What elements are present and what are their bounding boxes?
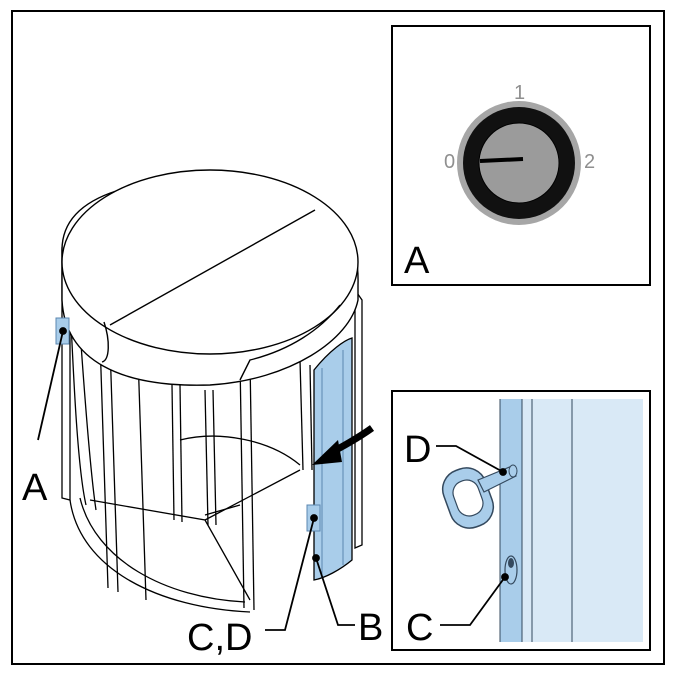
mullion-1 <box>99 339 109 589</box>
switch-position-1: 1 <box>514 82 525 104</box>
door-handle-bar <box>204 504 241 516</box>
mullion-5 <box>179 384 183 523</box>
leader-d-dot <box>499 468 507 476</box>
leader-c <box>440 576 506 626</box>
leader-b <box>315 557 355 626</box>
key-bow-hole <box>452 479 484 517</box>
inset-leaders <box>436 445 509 626</box>
key-tip <box>508 464 518 478</box>
wall-profile-blue <box>500 399 522 642</box>
floor-ring-inner <box>79 497 246 603</box>
callout-b-label: B <box>358 607 383 649</box>
canopy-rim <box>239 304 341 381</box>
canopy-top <box>61 169 359 355</box>
canopy-split-line <box>109 209 316 326</box>
leader-b-dot <box>312 554 320 562</box>
right-post-a <box>299 359 304 471</box>
mullion-7 <box>212 389 217 526</box>
main-leaders <box>37 327 355 631</box>
inset-d-label: D <box>404 429 431 471</box>
leader-d <box>436 445 504 473</box>
callout-cd-label: C,D <box>187 617 252 659</box>
inset-switch-a: 0 1 2 A <box>391 25 651 286</box>
leader-a-dot <box>59 327 67 335</box>
leader-cd-dot <box>310 514 318 522</box>
switch-position-2: 2 <box>584 151 595 173</box>
mullion-3 <box>137 354 147 601</box>
mullion-4 <box>171 384 175 521</box>
mullion-6 <box>204 389 209 526</box>
leader-c-dot <box>501 573 509 581</box>
switch-position-0: 0 <box>444 151 455 173</box>
inset-c-label: C <box>406 607 433 649</box>
right-side-post <box>354 287 363 549</box>
rotation-arrow <box>312 425 375 465</box>
right-post-b <box>309 364 313 471</box>
door-leaf-lines <box>89 499 251 601</box>
mullion-2 <box>109 344 119 593</box>
switch-pointer <box>479 157 524 163</box>
inset-a-label: A <box>404 240 430 282</box>
canopy <box>61 169 359 386</box>
floor-ring-outer <box>69 499 251 613</box>
switch-knob <box>478 122 560 204</box>
door-leaf-right <box>204 469 301 521</box>
inset-lock-cd: D C <box>391 390 651 651</box>
mullion-8 <box>239 359 245 609</box>
outer-frame <box>11 10 665 665</box>
inner-arc <box>179 435 301 466</box>
callout-a-label: A <box>22 467 48 509</box>
inset-a-frame <box>391 25 651 286</box>
mullion-9 <box>249 359 255 611</box>
leader-cd <box>265 517 315 631</box>
canopy-front-edge <box>101 321 109 363</box>
wall-profile-lines <box>499 399 573 642</box>
arrow-head <box>312 440 342 465</box>
lock-keyhole <box>508 558 514 568</box>
leader-a <box>37 330 64 441</box>
